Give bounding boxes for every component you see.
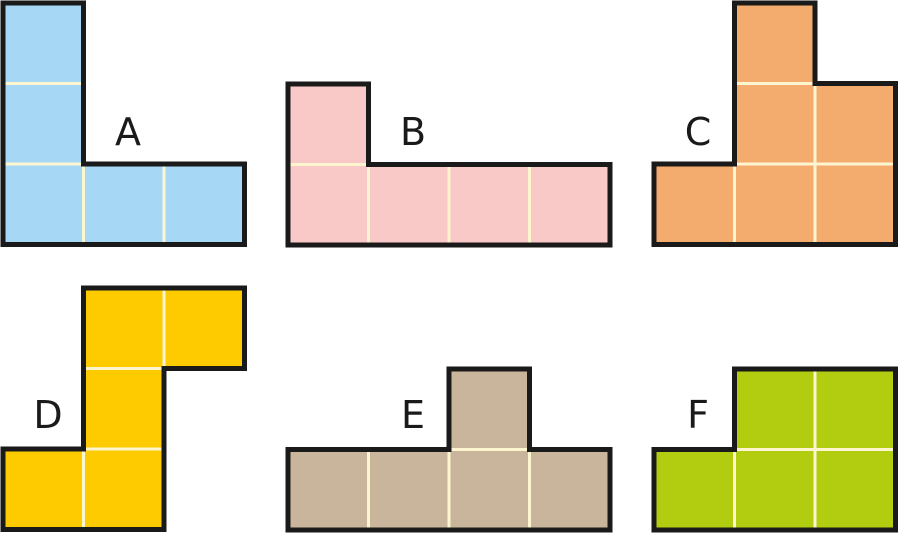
shape-e-cell — [286, 448, 370, 532]
shape-b-outline — [285, 81, 613, 248]
shape-a-outline — [0, 0, 247, 247]
shape-e: E — [285, 366, 613, 533]
shape-c-cell — [813, 162, 897, 246]
shape-c-label: C — [685, 110, 712, 154]
shape-a-cell — [1, 162, 85, 246]
shape-c-cell — [652, 162, 736, 246]
shape-f-cell — [733, 367, 817, 451]
shape-c-outline — [651, 0, 898, 247]
shape-c-cell — [813, 82, 897, 166]
shape-a-cell — [1, 82, 85, 166]
shape-c-cell — [733, 1, 817, 85]
shape-d: D — [0, 285, 247, 532]
shape-e-label: E — [401, 393, 425, 437]
shape-f-cell — [813, 367, 897, 451]
shape-b-cell — [528, 163, 612, 247]
shape-f: F — [651, 366, 898, 533]
shape-c-cell — [733, 162, 817, 246]
shape-a-label: A — [115, 110, 141, 154]
shape-f-cell — [813, 448, 897, 532]
shape-b: B — [285, 81, 613, 248]
shape-e-cell — [447, 367, 531, 451]
shape-e-cell — [528, 448, 612, 532]
shape-c-cell — [733, 82, 817, 166]
shape-d-cell — [82, 447, 166, 531]
shape-b-cell — [286, 82, 370, 166]
shape-e-cell — [447, 448, 531, 532]
shape-d-cell — [1, 447, 85, 531]
shape-f-outline — [651, 366, 898, 533]
shape-f-label: F — [687, 393, 709, 437]
shape-a-cell — [1, 1, 85, 85]
shape-a-cell — [162, 162, 246, 246]
shape-d-outline — [0, 285, 247, 532]
shape-a: A — [0, 0, 247, 247]
shape-f-cell — [733, 448, 817, 532]
shape-e-outline — [285, 366, 613, 533]
shape-d-label: D — [33, 393, 62, 437]
shape-e-cell — [367, 448, 451, 532]
shape-a-cell — [82, 162, 166, 246]
shape-b-cell — [447, 163, 531, 247]
shape-c: C — [651, 0, 898, 247]
shape-f-cell — [652, 448, 736, 532]
shape-d-cell — [82, 367, 166, 451]
shape-b-label: B — [400, 110, 426, 154]
shape-d-cell — [162, 286, 246, 370]
shape-b-cell — [367, 163, 451, 247]
shape-b-cell — [286, 163, 370, 247]
shape-d-cell — [82, 286, 166, 370]
